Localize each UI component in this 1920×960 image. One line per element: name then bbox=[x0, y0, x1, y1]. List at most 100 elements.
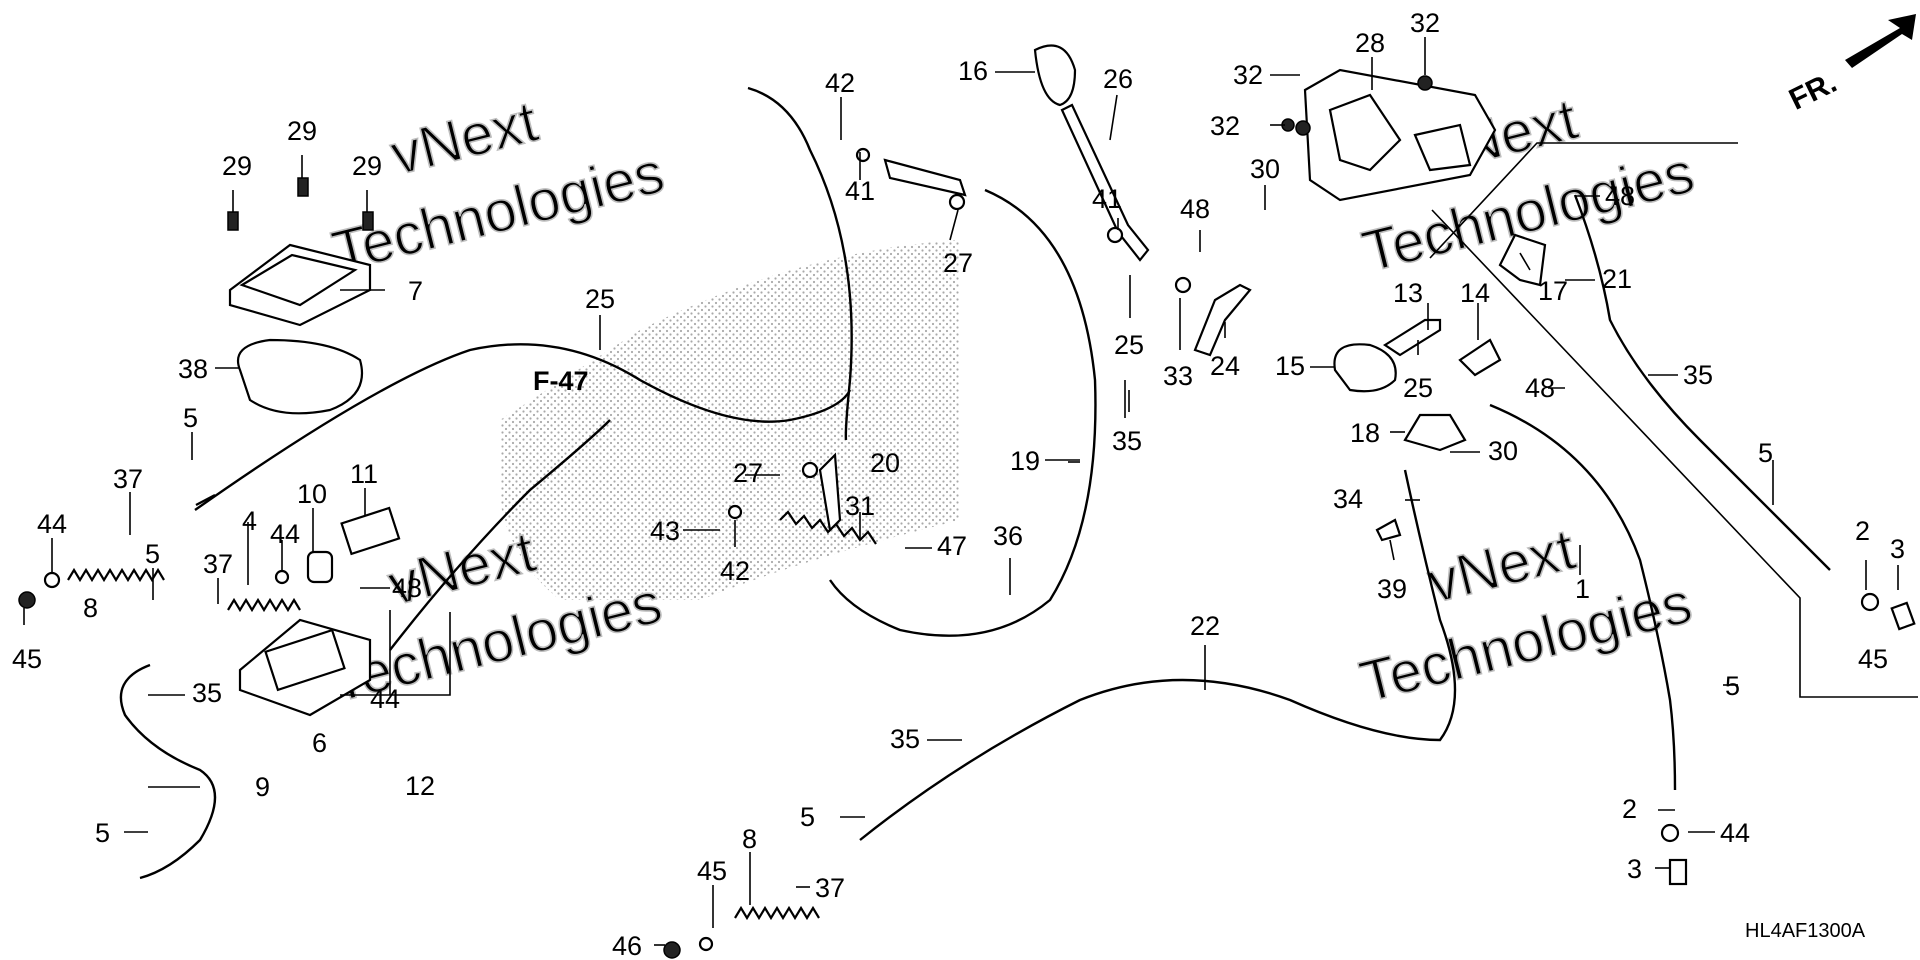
callout-37: 37 bbox=[815, 873, 845, 903]
callout-5: 5 bbox=[145, 539, 160, 569]
callout-25: 25 bbox=[1403, 373, 1433, 403]
spring-4 bbox=[227, 597, 301, 613]
bracket-24 bbox=[1193, 283, 1252, 357]
part-39 bbox=[1375, 518, 1402, 542]
collar-44-c bbox=[698, 936, 714, 952]
bolt-3-bottom bbox=[1668, 858, 1688, 886]
callout-24: 24 bbox=[1210, 351, 1240, 381]
callout-35: 35 bbox=[890, 724, 920, 754]
spring-8-bottom bbox=[734, 905, 820, 921]
callout-1: 1 bbox=[1575, 574, 1590, 604]
callout-44: 45 bbox=[697, 856, 727, 886]
callout-35: 35 bbox=[1683, 360, 1713, 390]
callout-5: 5 bbox=[183, 403, 198, 433]
callout-5: 5 bbox=[1758, 438, 1773, 468]
washer-40 bbox=[1106, 226, 1124, 244]
callout-23: 25 bbox=[585, 284, 615, 314]
callout-7: 7 bbox=[408, 276, 423, 306]
knob-15 bbox=[1333, 343, 1397, 393]
callout-35: 35 bbox=[192, 678, 222, 708]
callout-45: 45 bbox=[12, 644, 42, 674]
collar-44-e bbox=[1860, 592, 1880, 612]
callout-2: 2 bbox=[1622, 794, 1637, 824]
collar-44-a bbox=[43, 571, 61, 589]
dotted-logo-watermark bbox=[500, 240, 960, 600]
callout-33: 34 bbox=[1333, 484, 1363, 514]
washer-27-mid bbox=[801, 461, 819, 479]
callout-27: 27 bbox=[943, 248, 973, 278]
leader-lines bbox=[23, 37, 1899, 946]
callout-35: 35 bbox=[1112, 426, 1142, 456]
callout-39: 39 bbox=[1377, 574, 1407, 604]
washer-41-mid bbox=[727, 504, 743, 520]
part-38 bbox=[237, 338, 364, 415]
nut-32-b bbox=[1417, 75, 1433, 91]
reference-f47: F-47 bbox=[533, 366, 589, 396]
diagram-code: HL4AF1300A bbox=[1745, 920, 1866, 942]
washer-27-top bbox=[948, 193, 966, 211]
callout-44: 44 bbox=[37, 509, 67, 539]
callout-13: 13 bbox=[1393, 278, 1423, 308]
callout-5: 5 bbox=[1725, 671, 1740, 701]
callout-34: 33 bbox=[1163, 361, 1193, 391]
lever-26 bbox=[1060, 103, 1150, 262]
callout-46: 47 bbox=[937, 531, 967, 561]
callout-20: 20 bbox=[870, 448, 900, 478]
callouts: 29 29 29 7 38 25 F-47 5 37 44 5 37 4 44 … bbox=[12, 8, 1905, 960]
collar-44-d bbox=[1660, 823, 1680, 843]
callout-8: 8 bbox=[742, 824, 757, 854]
fitting-19 bbox=[883, 158, 967, 197]
callout-26: 26 bbox=[1103, 64, 1133, 94]
callout-37: 37 bbox=[203, 549, 233, 579]
collar-44-b bbox=[274, 569, 290, 585]
callout-5: 5 bbox=[800, 802, 815, 832]
callout-19: 19 bbox=[1010, 446, 1040, 476]
callout-5: 5 bbox=[95, 818, 110, 848]
part-17 bbox=[1498, 233, 1547, 287]
callout-28: 28 bbox=[1355, 28, 1385, 58]
callout-44: 44 bbox=[270, 519, 300, 549]
callout-42: 42 bbox=[825, 68, 855, 98]
callout-30: 30 bbox=[1488, 436, 1518, 466]
part-20 bbox=[818, 452, 842, 533]
callout-41: 42 bbox=[720, 556, 750, 586]
callout-21: 21 bbox=[1602, 264, 1632, 294]
callout-30: 30 bbox=[1250, 154, 1280, 184]
callout-16: 16 bbox=[958, 56, 988, 86]
callout-45: 46 bbox=[612, 931, 642, 960]
callout-25: 25 bbox=[1114, 330, 1144, 360]
callout-42: 43 bbox=[650, 516, 680, 546]
callout-44: 44 bbox=[1720, 818, 1750, 848]
callout-14: 14 bbox=[1460, 278, 1490, 308]
nut-45-bottom bbox=[663, 941, 681, 959]
callout-10: 10 bbox=[297, 479, 327, 509]
washer-41-top bbox=[855, 147, 871, 163]
callout-41: 41 bbox=[845, 176, 875, 206]
front-label: FR. bbox=[1784, 66, 1842, 117]
front-arrow-icon: FR. bbox=[1784, 14, 1916, 117]
callout-2: 2 bbox=[1855, 516, 1870, 546]
callout-40: 41 bbox=[1092, 184, 1122, 214]
part-18 bbox=[1403, 413, 1467, 452]
callout-44: 45 bbox=[1858, 644, 1888, 674]
callout-43: 44 bbox=[370, 684, 400, 714]
callout-8: 8 bbox=[83, 593, 98, 623]
part-10 bbox=[306, 550, 334, 584]
callout-9: 9 bbox=[255, 772, 270, 802]
callout-22: 22 bbox=[1190, 611, 1220, 641]
callout-29: 29 bbox=[287, 116, 317, 146]
callout-47: 48 bbox=[392, 573, 422, 603]
callout-15: 15 bbox=[1275, 351, 1305, 381]
bolt-29-right bbox=[362, 211, 374, 231]
callout-48: 48 bbox=[1180, 194, 1210, 224]
callout-32: 32 bbox=[1233, 60, 1263, 90]
callout-3: 3 bbox=[1890, 534, 1905, 564]
callout-31: 31 bbox=[845, 491, 875, 521]
callout-3: 3 bbox=[1627, 854, 1642, 884]
callout-48: 48 bbox=[1605, 181, 1635, 211]
callout-18: 18 bbox=[1350, 418, 1380, 448]
callout-12: 12 bbox=[405, 771, 435, 801]
callout-17: 17 bbox=[1538, 276, 1568, 306]
callout-4: 4 bbox=[242, 506, 257, 536]
